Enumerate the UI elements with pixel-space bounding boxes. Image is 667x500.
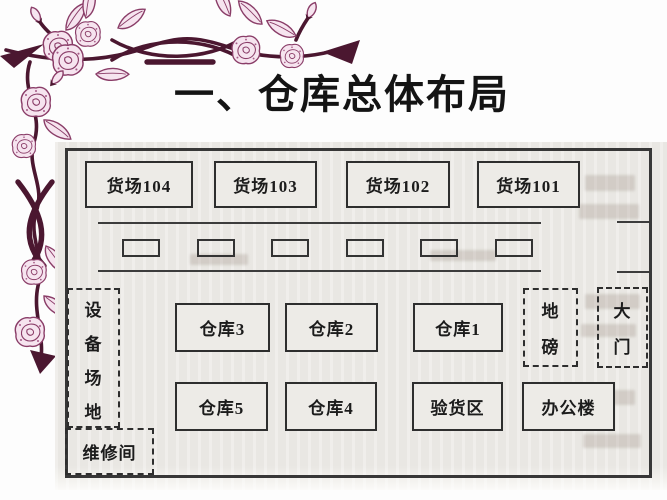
dock-slot: [196, 239, 235, 257]
inspection-area-box: 验货区: [412, 382, 503, 431]
paper-bleed-smudge: [579, 204, 639, 219]
scanned-diagram-area: 货场104 货场103 货场102 货场101 设备场地 维修间 仓库3 仓库2…: [55, 142, 667, 490]
yard-101-box: 货场101: [477, 161, 580, 208]
dock-slot: [494, 239, 533, 257]
paper-bleed-smudge: [190, 254, 248, 265]
road-line-bottom-right: [617, 271, 649, 273]
dock-slot: [420, 239, 459, 257]
slide-title: 一、仓库总体布局: [174, 72, 510, 117]
road-line-top-left: [98, 222, 541, 224]
warehouse-4-box: 仓库4: [285, 382, 377, 431]
yard-103-box: 货场103: [214, 161, 317, 208]
yard-102-box: 货场102: [346, 161, 450, 208]
main-gate-box: 大门: [597, 287, 648, 368]
dock-slot: [122, 239, 160, 257]
office-building-box: 办公楼: [522, 382, 615, 431]
main-gate-label: 大门: [613, 302, 632, 357]
paper-bleed-smudge: [585, 175, 635, 191]
road-line-top-right: [617, 221, 649, 223]
warehouse-3-box: 仓库3: [175, 303, 270, 352]
yard-104-box: 货场104: [85, 161, 193, 208]
warehouse-1-box: 仓库1: [413, 303, 503, 352]
paper-bleed-smudge: [581, 324, 636, 337]
warehouse-2-box: 仓库2: [285, 303, 378, 352]
layout-diagram-frame: 货场104 货场103 货场102 货场101 设备场地 维修间 仓库3 仓库2…: [65, 148, 652, 478]
dock-slot: [271, 239, 310, 257]
weighbridge-box: 地磅: [523, 288, 578, 367]
warehouse-5-box: 仓库5: [175, 382, 268, 431]
dock-slot: [345, 239, 384, 257]
dock-slots: [122, 239, 533, 257]
road-line-bottom-left: [98, 270, 541, 272]
paper-bleed-smudge: [583, 434, 641, 448]
equipment-area-label: 设备场地: [84, 301, 103, 422]
equipment-area-box: 设备场地: [67, 288, 120, 428]
maintenance-room-box: 维修间: [65, 428, 154, 475]
weighbridge-label: 地磅: [541, 302, 560, 357]
paper-bleed-smudge: [430, 250, 496, 261]
